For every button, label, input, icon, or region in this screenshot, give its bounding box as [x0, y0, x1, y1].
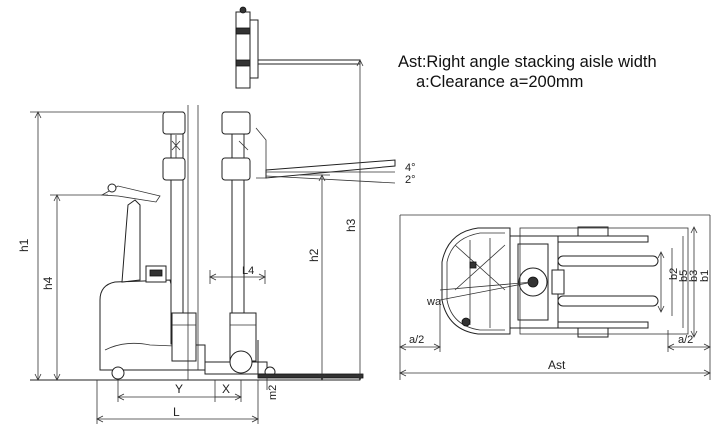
b1-label: b1: [699, 270, 711, 282]
aisle-width-note: Ast:Right angle stacking aisle width: [398, 53, 657, 71]
a-half-right-label: a/2: [678, 334, 693, 346]
b5-label: b5: [678, 270, 690, 282]
side-view-labels: h1 h4 h2 h3 L4 Y X L m2 4° 2°: [17, 162, 416, 419]
top-view-truck: [441, 226, 689, 338]
side-view-dimensions: [30, 59, 364, 424]
h2-label: h2: [307, 248, 321, 262]
y-label: Y: [175, 382, 183, 396]
l-label: L: [173, 405, 180, 419]
side-view-truck: [30, 6, 396, 381]
a-half-left-label: a/2: [409, 334, 424, 346]
b2-label: b2: [668, 268, 680, 280]
l4-label: L4: [242, 265, 254, 277]
x-label: X: [222, 382, 230, 396]
m2-label: m2: [267, 385, 279, 400]
h3-label: h3: [344, 218, 358, 232]
h1-label: h1: [17, 238, 31, 252]
tilt-down-label: 2°: [405, 174, 416, 186]
top-view-dimensions: [399, 214, 711, 380]
ast-label: Ast: [548, 358, 566, 372]
tilt-up-label: 4°: [405, 162, 416, 174]
h4-label: h4: [41, 276, 55, 290]
wa-label: wa: [426, 296, 442, 308]
top-view-labels: wa a/2 a/2 Ast b2 b5 b3 b1: [409, 268, 711, 372]
b3-label: b3: [688, 270, 700, 282]
clearance-note: a:Clearance a=200mm: [416, 73, 584, 91]
